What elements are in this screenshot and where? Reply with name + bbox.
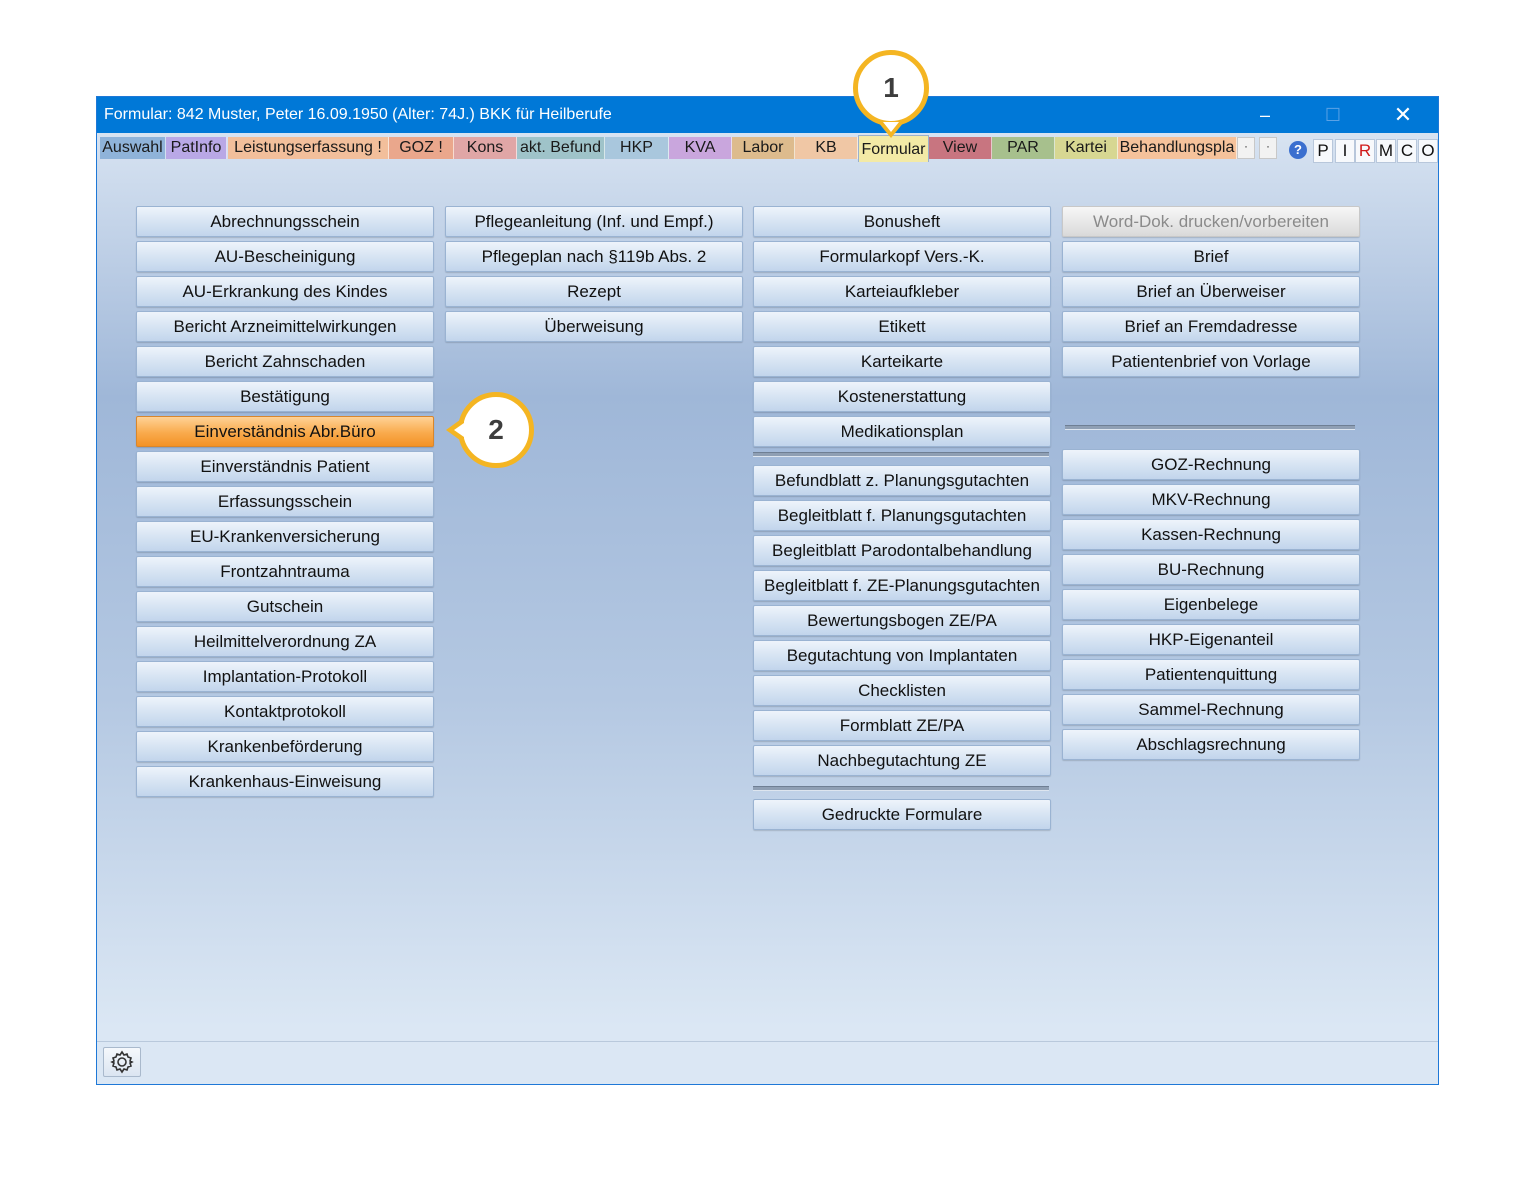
formular-window: Formular: 842 Muster, Peter 16.09.1950 (…	[96, 96, 1439, 1085]
form-button-rezept[interactable]: Rezept	[445, 276, 743, 307]
toolbar-r-button[interactable]: R	[1355, 139, 1375, 163]
form-button-hkp-eigenanteil[interactable]: HKP-Eigenanteil	[1062, 624, 1360, 655]
tab-kb[interactable]: KB	[795, 137, 858, 159]
form-button-krankenhaus-einweisung[interactable]: Krankenhaus-Einweisung	[136, 766, 434, 797]
form-button-pflegeplan-nach-119b-abs-2[interactable]: Pflegeplan nach §119b Abs. 2	[445, 241, 743, 272]
form-button-implantation-protokoll[interactable]: Implantation-Protokoll	[136, 661, 434, 692]
tab-kartei[interactable]: Kartei	[1055, 137, 1118, 159]
form-button-bu-rechnung[interactable]: BU-Rechnung	[1062, 554, 1360, 585]
form-button-formblatt-ze-pa[interactable]: Formblatt ZE/PA	[753, 710, 1051, 741]
callout-1: 1	[853, 50, 929, 126]
form-button-bestätigung[interactable]: Bestätigung	[136, 381, 434, 412]
form-button-einverständnis-patient[interactable]: Einverständnis Patient	[136, 451, 434, 482]
form-button-abrechnungsschein[interactable]: Abrechnungsschein	[136, 206, 434, 237]
form-button-etikett[interactable]: Etikett	[753, 311, 1051, 342]
tab-leistungserfassung[interactable]: Leistungserfassung !	[228, 137, 389, 159]
form-button-begleitblatt-f-ze-planungsgutachten[interactable]: Begleitblatt f. ZE-Planungsgutachten	[753, 570, 1051, 601]
tab-formular[interactable]: Formular	[858, 135, 929, 162]
form-button-einverständnis-abr-büro[interactable]: Einverständnis Abr.Büro	[136, 416, 434, 447]
form-button-pflegeanleitung-inf-und-empf[interactable]: Pflegeanleitung (Inf. und Empf.)	[445, 206, 743, 237]
form-button-karteikarte[interactable]: Karteikarte	[753, 346, 1051, 377]
form-button-befundblatt-z-planungsgutachten[interactable]: Befundblatt z. Planungsgutachten	[753, 465, 1051, 496]
tab-auswahl[interactable]: Auswahl	[100, 137, 166, 159]
form-button-kostenerstattung[interactable]: Kostenerstattung	[753, 381, 1051, 412]
form-button-kontaktprotokoll[interactable]: Kontaktprotokoll	[136, 696, 434, 727]
form-button-kassen-rechnung[interactable]: Kassen-Rechnung	[1062, 519, 1360, 550]
tab-view[interactable]: View	[929, 137, 992, 159]
form-button-überweisung[interactable]: Überweisung	[445, 311, 743, 342]
form-button-nachbegutachtung-ze[interactable]: Nachbegutachtung ZE	[753, 745, 1051, 776]
toolbar-o-button[interactable]: O	[1418, 139, 1438, 163]
minimize-button[interactable]: –	[1259, 105, 1270, 125]
tab-kva[interactable]: KVA	[669, 137, 732, 159]
group-separator	[1065, 425, 1355, 430]
tab-hkp[interactable]: HKP	[605, 137, 669, 159]
form-button-patientenbrief-von-vorlage[interactable]: Patientenbrief von Vorlage	[1062, 346, 1360, 377]
tab-par[interactable]: PAR	[992, 137, 1055, 159]
form-button-patientenquittung[interactable]: Patientenquittung	[1062, 659, 1360, 690]
callout-2: 2	[458, 392, 534, 468]
toolbar-p-button[interactable]: P	[1313, 139, 1333, 163]
form-button-gedruckte-formulare[interactable]: Gedruckte Formulare	[753, 799, 1051, 830]
help-icon[interactable]: ?	[1289, 141, 1307, 159]
tab-labor[interactable]: Labor	[732, 137, 795, 159]
form-button-formularkopf-vers-k[interactable]: Formularkopf Vers.-K.	[753, 241, 1051, 272]
toolbar-c-button[interactable]: C	[1397, 139, 1417, 163]
tab-behandlungspla[interactable]: Behandlungspla	[1118, 137, 1237, 159]
form-button-bericht-zahnschaden[interactable]: Bericht Zahnschaden	[136, 346, 434, 377]
form-button-frontzahntrauma[interactable]: Frontzahntrauma	[136, 556, 434, 587]
tab-scroll-left-button[interactable]: ·	[1237, 137, 1255, 159]
toolbar-i-button[interactable]: I	[1335, 139, 1355, 163]
form-button-goz-rechnung[interactable]: GOZ-Rechnung	[1062, 449, 1360, 480]
form-button-checklisten[interactable]: Checklisten	[753, 675, 1051, 706]
form-button-brief[interactable]: Brief	[1062, 241, 1360, 272]
form-button-word-dok-drucken-vorbereiten[interactable]: Word-Dok. drucken/vorbereiten	[1062, 206, 1360, 237]
form-button-bericht-arzneimittelwirkungen[interactable]: Bericht Arzneimittelwirkungen	[136, 311, 434, 342]
form-button-gutschein[interactable]: Gutschein	[136, 591, 434, 622]
form-button-sammel-rechnung[interactable]: Sammel-Rechnung	[1062, 694, 1360, 725]
form-button-abschlagsrechnung[interactable]: Abschlagsrechnung	[1062, 729, 1360, 760]
form-button-heilmittelverordnung-za[interactable]: Heilmittelverordnung ZA	[136, 626, 434, 657]
form-button-begleitblatt-parodontalbehandlung[interactable]: Begleitblatt Parodontalbehandlung	[753, 535, 1051, 566]
form-button-bewertungsbogen-ze-pa[interactable]: Bewertungsbogen ZE/PA	[753, 605, 1051, 636]
gear-icon	[110, 1050, 134, 1074]
form-button-au-erkrankung-des-kindes[interactable]: AU-Erkrankung des Kindes	[136, 276, 434, 307]
group-separator	[753, 452, 1049, 457]
form-button-erfassungsschein[interactable]: Erfassungsschein	[136, 486, 434, 517]
maximize-button[interactable]: ☐	[1324, 105, 1342, 125]
title-bar[interactable]: Formular: 842 Muster, Peter 16.09.1950 (…	[97, 97, 1438, 133]
callout-1-number: 1	[883, 72, 899, 103]
form-button-medikationsplan[interactable]: Medikationsplan	[753, 416, 1051, 447]
callout-2-number: 2	[488, 414, 504, 445]
form-button-brief-an-fremdadresse[interactable]: Brief an Fremdadresse	[1062, 311, 1360, 342]
callout-1-pointer	[878, 122, 904, 138]
form-button-begutachtung-von-implantaten[interactable]: Begutachtung von Implantaten	[753, 640, 1051, 671]
form-button-bonusheft[interactable]: Bonusheft	[753, 206, 1051, 237]
tab-akt-befund[interactable]: akt. Befund	[517, 137, 605, 159]
form-button-karteiaufkleber[interactable]: Karteiaufkleber	[753, 276, 1051, 307]
close-button[interactable]: ✕	[1393, 102, 1413, 127]
group-separator	[753, 786, 1049, 791]
form-button-begleitblatt-f-planungsgutachten[interactable]: Begleitblatt f. Planungsgutachten	[753, 500, 1051, 531]
form-button-eu-krankenversicherung[interactable]: EU-Krankenversicherung	[136, 521, 434, 552]
form-button-krankenbeförderung[interactable]: Krankenbeförderung	[136, 731, 434, 762]
tab-kons[interactable]: Kons	[454, 137, 517, 159]
status-bar	[97, 1041, 1438, 1085]
callout-2-pointer	[446, 417, 464, 443]
window-title: Formular: 842 Muster, Peter 16.09.1950 (…	[104, 106, 612, 123]
form-button-au-bescheinigung[interactable]: AU-Bescheinigung	[136, 241, 434, 272]
tab-patinfo[interactable]: PatInfo	[166, 137, 227, 159]
form-button-eigenbelege[interactable]: Eigenbelege	[1062, 589, 1360, 620]
tab-goz[interactable]: GOZ !	[389, 137, 454, 159]
form-button-brief-an-überweiser[interactable]: Brief an Überweiser	[1062, 276, 1360, 307]
toolbar-m-button[interactable]: M	[1376, 139, 1396, 163]
form-button-mkv-rechnung[interactable]: MKV-Rechnung	[1062, 484, 1360, 515]
settings-button[interactable]	[103, 1047, 141, 1077]
tab-scroll-right-button[interactable]: ·	[1259, 137, 1277, 159]
